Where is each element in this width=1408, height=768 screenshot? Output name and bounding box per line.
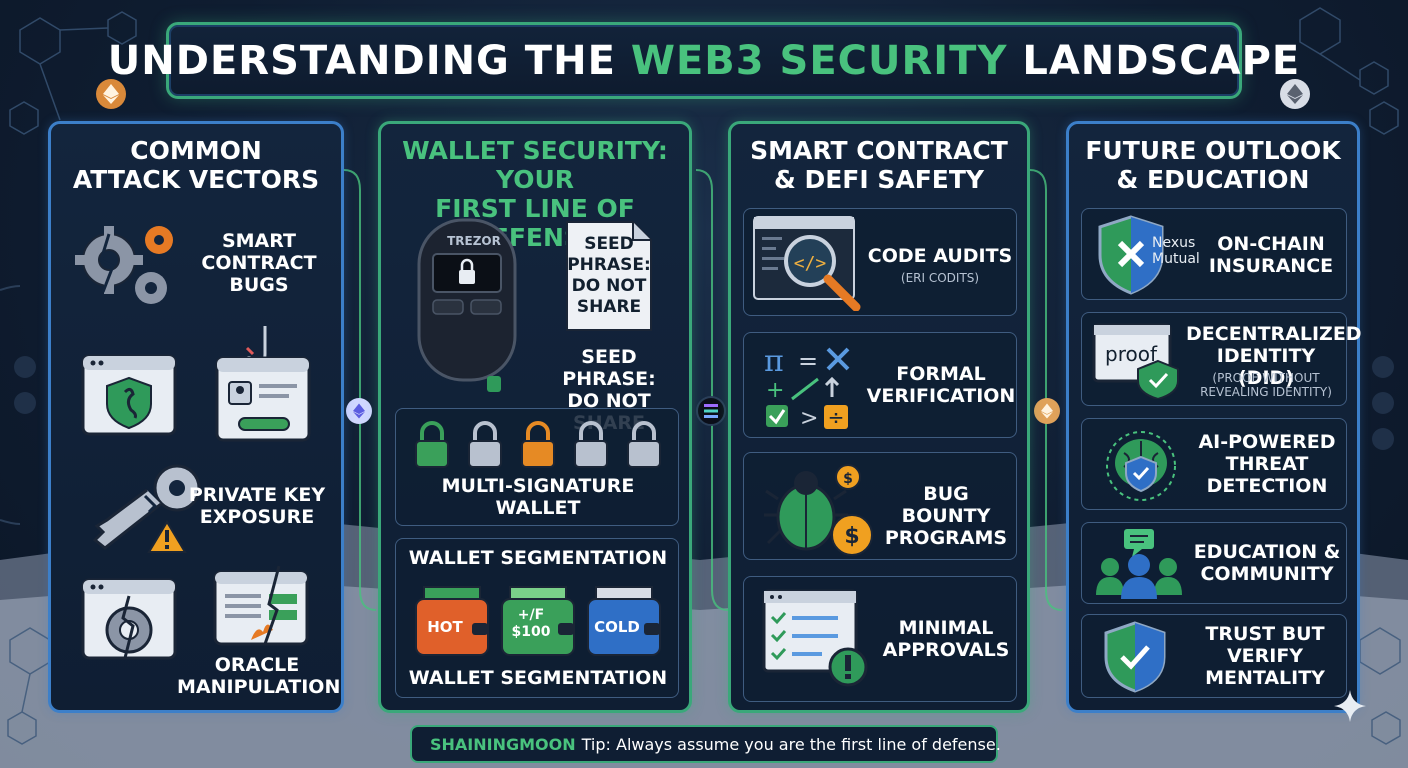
did-sublabel: (PROOF WITHOUT REVEALING IDENTITY) <box>1200 371 1332 399</box>
trust-verify-label: TRUST BUT VERIFY MENTALITY <box>1205 623 1325 689</box>
panel-title: COMMON ATTACK VECTORS <box>72 136 320 194</box>
minimal-approvals-label: MINIMAL APPROVALS <box>882 617 1010 661</box>
trust-verify-card: TRUST BUT VERIFY MENTALITY <box>1081 614 1347 698</box>
svg-text:=: = <box>798 347 818 375</box>
ethereum-coin-icon <box>1280 79 1310 109</box>
ai-detection-card: AI-POWERED THREAT DETECTION <box>1081 418 1347 510</box>
multisig-label: MULTI-SIGNATURE WALLET <box>441 475 635 519</box>
ethereum-coin-icon <box>1034 398 1060 424</box>
svg-text:$: $ <box>843 471 853 487</box>
wallet-hot-label: HOT <box>427 618 463 636</box>
tip-text: Tip: Always assume you are the first lin… <box>581 734 1001 754</box>
formal-verification-card: π = + > ÷ FORMAL VERIFICATION <box>743 332 1017 438</box>
bug-coins-icon: $ $ <box>764 464 873 556</box>
hardware-wallet-icon <box>417 218 517 392</box>
segmentation-label: WALLET SEGMENTATION <box>408 667 668 689</box>
seed-note-text: SEED PHRASE: DO NOT SHARE <box>567 234 651 317</box>
math-symbols-icon: π = + > ÷ <box>764 344 850 431</box>
gears-icon <box>75 226 173 304</box>
page-title: UNDERSTANDING THE WEB3 SECURITY LANDSCAP… <box>108 38 1300 84</box>
panel-title: SMART CONTRACT & DEFI SAFETY <box>750 136 1008 194</box>
bug-bounty-label: BUG BOUNTY PROGRAMS <box>884 483 1008 549</box>
attack-label-oracle-manipulation: ORACLE MANIPULATION <box>177 654 341 698</box>
coin-icon <box>1372 356 1394 378</box>
ai-detection-label: AI-POWERED THREAT DETECTION <box>1198 431 1336 497</box>
wallet-warm-label: +/F $100 <box>511 607 551 640</box>
ai-brain-shield-icon <box>1106 431 1176 501</box>
coin-icon <box>1372 428 1394 450</box>
panel-attack-vectors: COMMON ATTACK VECTORS SMART CONTRACT BUG… <box>48 121 344 713</box>
did-label: DECENTRALIZED IDENTITY (DID) <box>1186 323 1362 389</box>
coin-icon <box>14 356 36 378</box>
attack-label-private-key-exposure: PRIVATE KEY EXPOSURE <box>188 484 326 528</box>
svg-text:</>: </> <box>794 253 827 274</box>
wallet-cold-label: COLD <box>594 618 640 636</box>
device-brand-label: TREZOR <box>447 234 501 248</box>
ethereum-coin-icon <box>346 398 372 424</box>
checklist-alert-icon <box>762 589 868 687</box>
title-accent: WEB3 SECURITY <box>630 37 1008 84</box>
bug-bounty-card: $ $ BUG BOUNTY PROGRAMS <box>743 452 1017 560</box>
insurance-card: Nexus Mutual ON-CHAIN INSURANCE <box>1081 208 1347 300</box>
proof-word: proof <box>1105 342 1157 366</box>
education-label: EDUCATION & COMMUNITY <box>1193 541 1341 585</box>
formal-verification-label: FORMAL VERIFICATION <box>866 363 1016 407</box>
broken-gear-window-icon <box>81 578 177 660</box>
svg-text:π: π <box>764 344 784 379</box>
panel-smart-contract-safety: SMART CONTRACT & DEFI SAFETY </> CODE AU… <box>728 121 1030 713</box>
panel-future-outlook: FUTURE OUTLOOK & EDUCATION Nexus Mutual … <box>1066 121 1362 713</box>
insurance-label: ON-CHAIN INSURANCE <box>1208 233 1334 277</box>
did-card: proof DECENTRALIZED IDENTITY (DID) (PROO… <box>1081 312 1362 406</box>
panel-title: FUTURE OUTLOOK & EDUCATION <box>1085 136 1341 194</box>
title-prefix: UNDERSTANDING THE <box>107 37 631 84</box>
attack-label-smart-contract-bugs: SMART CONTRACT BUGS <box>201 230 317 296</box>
nexus-shield-icon <box>1098 215 1164 295</box>
code-audits-label: CODE AUDITS <box>867 245 1013 267</box>
magnifier-code-icon: </> <box>753 216 861 311</box>
insurance-brand: Nexus Mutual <box>1152 235 1200 267</box>
minimal-approvals-card: MINIMAL APPROVALS <box>743 576 1017 702</box>
code-audits-card: </> CODE AUDITS (ERI CODITS) <box>743 208 1017 316</box>
seed-phrase-note-icon <box>566 221 652 331</box>
hot-wallet-icon: HOT <box>414 585 490 657</box>
segmentation-card: WALLET SEGMENTATION HOT +/F $100 C <box>395 538 679 698</box>
page-title-box: UNDERSTANDING THE WEB3 SECURITY LANDSCAP… <box>108 22 1299 99</box>
phishing-window-icon <box>215 326 311 442</box>
coin-icon <box>14 392 36 414</box>
ethereum-coin-icon <box>96 79 126 109</box>
sparkle-icon <box>1334 690 1366 722</box>
oracle-chart-window-icon <box>213 565 309 646</box>
panel-wallet-security: WALLET SECURITY: YOUR FIRST LINE OF DEFE… <box>378 121 692 713</box>
broken-key-icon <box>92 464 201 553</box>
coin-icon <box>1372 392 1394 414</box>
check-shield-icon <box>1104 621 1166 693</box>
shield-window-icon <box>81 354 177 436</box>
cold-wallet-icon: COLD <box>586 585 662 657</box>
code-audits-sublabel: (ERI CODITS) <box>900 271 980 285</box>
title-suffix: LANDSCAPE <box>1007 37 1301 84</box>
padlocks-icon <box>415 421 661 468</box>
education-card: EDUCATION & COMMUNITY <box>1081 522 1347 604</box>
multisig-card: MULTI-SIGNATURE WALLET <box>395 408 679 526</box>
warm-wallet-icon: +/F $100 <box>500 585 576 657</box>
segmentation-title: WALLET SEGMENTATION <box>408 547 668 569</box>
solana-coin-icon <box>696 396 726 426</box>
svg-text:$: $ <box>844 524 859 549</box>
tip-bar: SHAININGMOON Tip: Always assume you are … <box>410 725 1001 763</box>
community-icon <box>1096 529 1182 599</box>
tip-brand: SHAININGMOON <box>430 734 576 754</box>
svg-text:+: + <box>766 378 784 403</box>
svg-text:÷: ÷ <box>828 405 845 429</box>
proof-window-icon <box>1092 323 1179 399</box>
svg-text:>: > <box>800 406 818 431</box>
